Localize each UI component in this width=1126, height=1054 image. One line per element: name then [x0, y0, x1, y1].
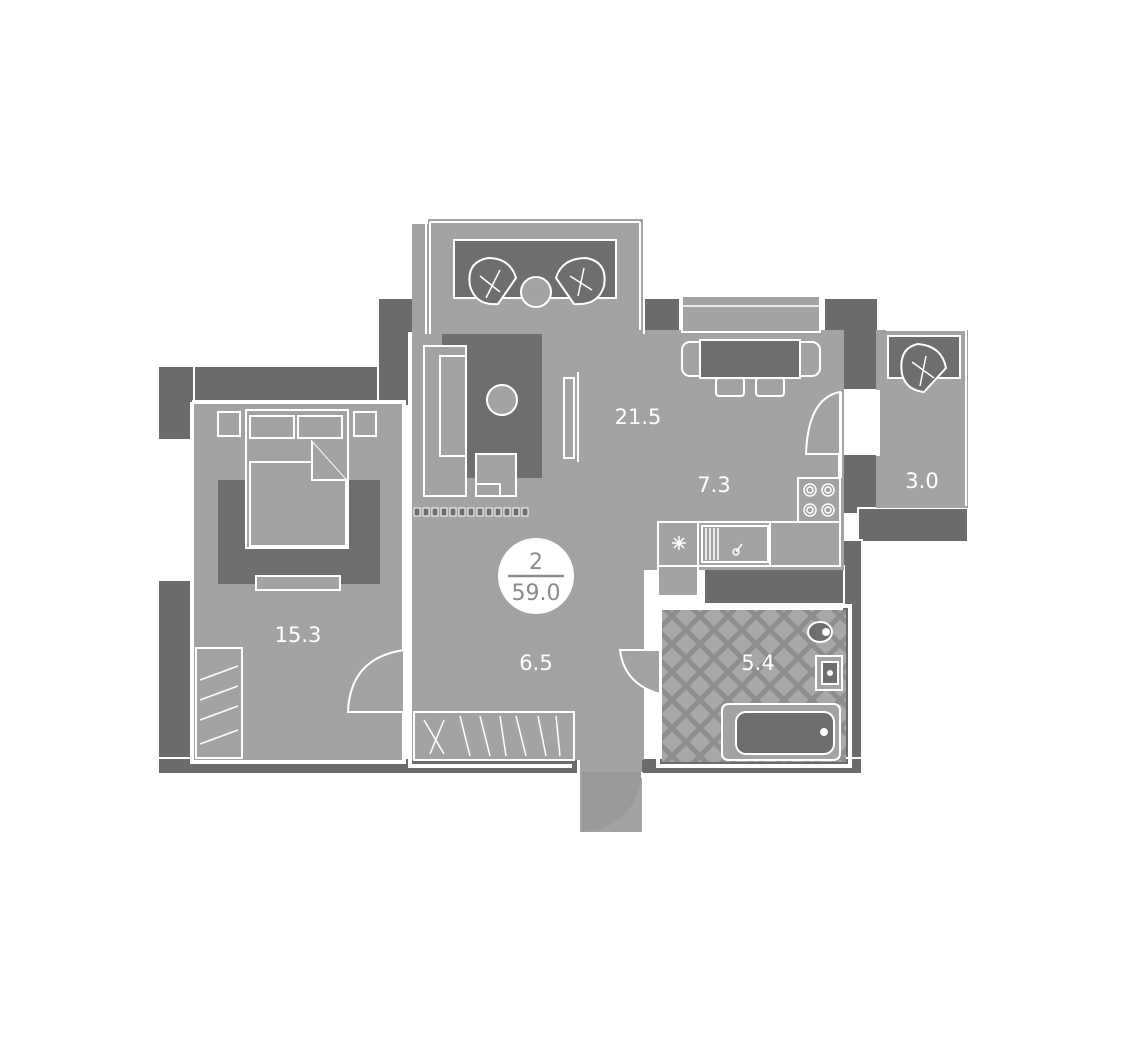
- wardrobe-icon: [195, 647, 243, 759]
- fridge-icon: [672, 536, 686, 550]
- bathtub-icon: [721, 703, 841, 761]
- bedroom-door-icon: [346, 648, 405, 713]
- bench-icon: [255, 575, 341, 591]
- hall-area: 6.5: [519, 651, 552, 675]
- rooms-count: 2: [529, 550, 543, 575]
- dining-table-icon: [681, 339, 821, 397]
- bedroom-area: 15.3: [275, 623, 322, 647]
- nightstand-icon: [217, 411, 241, 437]
- living-room-area: 21.5: [615, 405, 662, 429]
- living-room-furniture: [413, 334, 579, 517]
- sofa-icon: [423, 345, 517, 497]
- kitchen-counter: [657, 477, 841, 597]
- bathroom: [662, 610, 846, 762]
- stove-icon: [803, 483, 835, 517]
- armchair-icon: [554, 256, 606, 306]
- washbasin-icon: [815, 655, 843, 691]
- radiator-icon: [413, 507, 529, 517]
- balcony-chair: [887, 335, 961, 394]
- nightstand-icon: [353, 411, 377, 437]
- hall-wardrobe-icon: [413, 711, 575, 761]
- balcony-door-icon: [804, 390, 841, 455]
- coffee-table-icon: [486, 384, 518, 416]
- kitchen-area: 7.3: [697, 473, 730, 497]
- entrance-door-icon: [582, 772, 642, 832]
- toilet-icon: [807, 621, 833, 643]
- armchair-icon: [468, 256, 518, 306]
- bathroom-area: 5.4: [741, 651, 774, 675]
- total-area: 59.0: [512, 581, 561, 606]
- bed-icon: [245, 409, 349, 549]
- balcony-area: 3.0: [905, 469, 938, 493]
- bathroom-door-icon: [618, 649, 661, 696]
- loggia-glazing: [159, 217, 971, 578]
- tv-icon: [563, 372, 579, 462]
- bedroom-furniture: [195, 409, 380, 759]
- kitchen-furniture: [657, 295, 841, 597]
- doors: [346, 390, 841, 832]
- apartment-badge: 2 59.0: [498, 538, 574, 614]
- loggia-lounge: [453, 239, 617, 308]
- sink-icon: [705, 528, 743, 560]
- armchair-icon: [900, 342, 948, 394]
